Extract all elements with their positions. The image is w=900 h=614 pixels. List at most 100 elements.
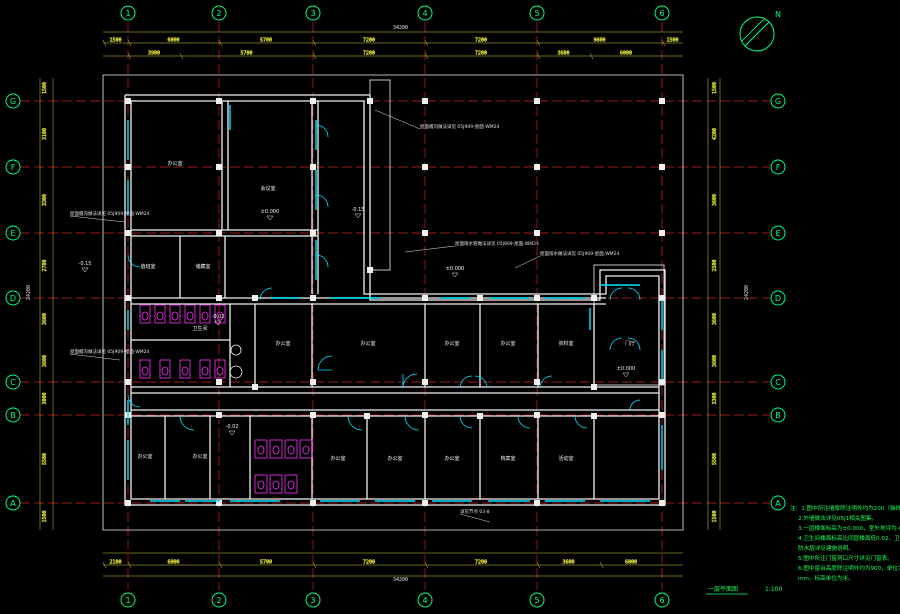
elevation-mark: -0.15 (352, 207, 364, 219)
notes-heading: 注：1.图中所注墙厚除注明外均为200（轴线居中）。 (790, 504, 900, 512)
column-25 (422, 379, 428, 385)
left-dim-7: 5500 (42, 453, 48, 465)
toilet-stall-1 (154, 304, 166, 324)
callout-notes: 屋面檐沟做法详见 05J909-屋面-WM24 屋面檐沟做法详见 05J909-屋… (69, 109, 620, 523)
left-dim-8: 1500 (42, 510, 48, 522)
column-24 (422, 295, 428, 301)
left-dim-3: 2700 (42, 259, 48, 271)
grid-bubble-row-E-left: E (5, 225, 21, 241)
svg-text:F: F (11, 163, 16, 172)
toilet-stall-b-5 (269, 474, 283, 494)
toilet-stall-8 (179, 359, 191, 379)
grid-bubble-row-F-left: F (5, 159, 21, 175)
right-dim-0: 1500 (712, 82, 718, 94)
svg-text:E: E (10, 229, 15, 238)
column-48 (477, 295, 483, 301)
room-label: 值班室 (140, 263, 155, 270)
room-label: 办公室 (192, 453, 207, 460)
top-dim-outer-5: 9600 (593, 38, 605, 44)
left-dim-2: 3300 (42, 194, 48, 206)
toilet-stall-6 (139, 359, 151, 379)
drawing-title-block: 一层平面图 1:100 (706, 586, 782, 595)
grid-bubble-row-E-right: E (770, 225, 786, 241)
toilet-fixtures (139, 304, 313, 494)
toilet-stall-b-0 (254, 439, 268, 459)
toilet-stall-5 (214, 304, 226, 324)
room-label: 办公室 (500, 340, 515, 347)
column-22 (422, 164, 428, 170)
room-label: 办公室 (444, 455, 459, 462)
column-3 (125, 295, 131, 301)
svg-text:6: 6 (659, 596, 664, 605)
room-label: 资料室 (558, 340, 573, 347)
column-37 (659, 230, 665, 236)
svg-text:D: D (10, 294, 16, 303)
toilet-stall-9 (199, 359, 211, 379)
column-6 (125, 500, 131, 506)
grid-bubble-row-A-left: A (5, 495, 21, 511)
grid-bubble-col-6-bottom: 6 (654, 592, 670, 608)
column-9 (216, 230, 222, 236)
bottom-dim-4: 7200 (475, 560, 487, 566)
column-39 (659, 379, 665, 385)
svg-text:4: 4 (422, 9, 427, 18)
svg-text:C: C (10, 378, 16, 387)
svg-text:G: G (10, 97, 16, 106)
column-27 (422, 500, 428, 506)
right-dim-7: 5500 (712, 453, 718, 465)
column-51 (591, 413, 597, 419)
left-dim-5: 3600 (42, 355, 48, 367)
toilet-stall-4 (199, 304, 211, 324)
toilet-stall-b-6 (284, 474, 298, 494)
column-4 (125, 379, 131, 385)
windows (127, 105, 663, 502)
toilet-stall-b-3 (299, 439, 313, 459)
svg-text:2: 2 (216, 9, 221, 18)
svg-text:±0.000: ±0.000 (617, 366, 636, 372)
svg-text:-0.02: -0.02 (212, 314, 225, 320)
column-45 (591, 384, 597, 390)
total-height-right: 24200 (744, 285, 750, 300)
column-29 (534, 164, 540, 170)
column-20 (310, 500, 316, 506)
entrance-canopy (369, 79, 665, 386)
bottom-dim-6: 6000 (625, 560, 637, 566)
structural-columns (125, 98, 665, 506)
note-line-5: 5.图中所注门窗洞口尺寸详见门窗表。 (798, 554, 893, 562)
svg-text:F: F (776, 163, 781, 172)
note-line-6: 6.图中窗台高度除注明外均为900，单位为毫米 (798, 564, 900, 572)
grid-bubble-col-2-bottom: 2 (211, 592, 227, 608)
room-label: 办公室 (330, 455, 345, 462)
grid-bubble-row-G-left: G (5, 93, 21, 109)
svg-text:屋面排水做法详见 05J909-屋面-WM24: 屋面排水做法详见 05J909-屋面-WM24 (540, 250, 620, 257)
top-dim-inner-5: 6000 (620, 51, 632, 57)
grid-bubble-col-3-top: 3 (305, 5, 321, 21)
callout: 屋面檐沟做法详见 05J909-屋面-WM24 (69, 210, 150, 223)
overall-dimension-top: 34200 (393, 25, 408, 31)
right-dim-1: 4200 (712, 128, 718, 140)
column-41 (659, 500, 665, 506)
room-label: 办公室 (167, 160, 182, 167)
svg-text:±0.000: ±0.000 (446, 266, 465, 272)
svg-text:6: 6 (659, 9, 664, 18)
svg-text:4: 4 (422, 596, 427, 605)
svg-text:2: 2 (216, 596, 221, 605)
room-label: 会议室 (260, 185, 275, 192)
grid-bubble-col-1-bottom: 1 (120, 592, 136, 608)
svg-text:5: 5 (534, 9, 539, 18)
svg-text:1: 1 (125, 596, 130, 605)
column-7 (216, 98, 222, 104)
left-dim-0: 1500 (42, 82, 48, 94)
column-14 (310, 98, 316, 104)
bottom-dim-3: 7200 (363, 560, 375, 566)
column-49 (477, 413, 483, 419)
right-dim-8: 1500 (712, 510, 718, 522)
grid-bubble-col-4-top: 4 (417, 5, 433, 21)
callout: 屋面檐沟做法详见 05J909-屋面-WM24 (69, 348, 150, 361)
note-line-4: 防水层详见建施说明。 (798, 544, 854, 552)
left-dim-1: 3100 (42, 128, 48, 140)
svg-text:屋面雨水管做法详见 05J909-屋面-WM24: 屋面雨水管做法详见 05J909-屋面-WM24 (455, 240, 539, 247)
svg-text:-0.15: -0.15 (79, 261, 92, 267)
svg-text:E: E (775, 229, 780, 238)
